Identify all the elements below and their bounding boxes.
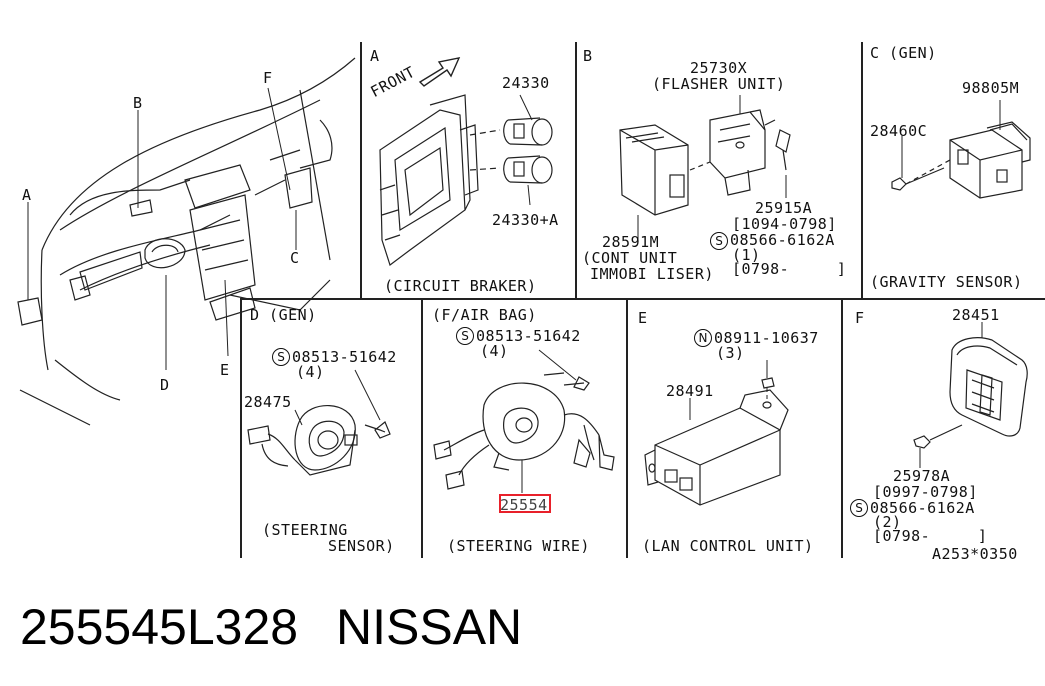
overview-label-b: B [133,94,143,112]
footer-part-number: 255545L328 [20,599,299,655]
divider-vertical-airbag-e [626,298,628,558]
overview-label-c: C [290,249,300,267]
panel-e-letter: E [638,309,648,327]
overview-label-d: D [160,376,170,394]
divider-vertical-bc [861,42,863,299]
panel-airbag-bolt: 08513-51642 [476,327,581,345]
footer-brand: NISSAN [336,599,523,655]
panel-e-nut-qty: (3) [716,344,745,362]
panel-d-caption-1: (STEERING [262,521,348,539]
panel-b-bolt-range: [0798- ] [732,260,847,278]
divider-vertical-d-airbag [421,298,423,558]
divider-vertical-main [360,42,362,299]
overview-label-f: F [263,69,273,87]
panel-e-caption: (LAN CONTROL UNIT) [642,537,814,555]
panel-f-bolt-qty: (2) [873,513,902,531]
panel-airbag-letter: (F/AIR BAG) [432,306,537,324]
panel-airbag-bolt-qty: (4) [480,342,509,360]
panel-a-part-top: 24330 [502,74,550,92]
divider-vertical-left-lower [240,298,242,558]
panel-b-screw-range: [1094-0798] [732,215,837,233]
panel-b-part-screw: 25915A [755,199,813,217]
panel-e-nut-symbol: N [694,329,712,347]
panel-d-letter: D (GEN) [250,306,317,324]
panel-airbag-part: 25554 [500,496,548,514]
panel-f-bolt-range: [0798- ] [873,527,988,545]
steering-wire-drawing [433,349,615,493]
front-arrow-icon [418,57,461,87]
panel-b-part-flasher: 25730X [690,59,748,77]
divider-vertical-ab [575,42,577,299]
panel-d-bolt-symbol: S [272,348,290,366]
panel-e-part: 28491 [666,382,714,400]
panel-d-caption-2: SENSOR) [328,537,395,555]
panel-c-part-main: 98805M [962,79,1020,97]
divider-vertical-e-f [841,298,843,558]
panel-b-letter: B [583,47,593,65]
panel-f-unit-drawing [913,322,1028,468]
panel-f-part-screw: 25978A [893,467,951,485]
panel-b-flasher-name: (FLASHER UNIT) [652,75,786,93]
panel-b-bolt: 08566-6162A [730,231,835,249]
panel-f-bolt: 08566-6162A [870,499,975,517]
panel-b-bolt-symbol: S [710,232,728,250]
steering-sensor-drawing [247,369,391,476]
panel-c-caption: (GRAVITY SENSOR) [870,273,1023,291]
panel-a-part-bottom: 24330+A [492,211,559,229]
panel-c-part-side: 28460C [870,122,928,140]
panel-f-screw-range: [0997-0798] [873,483,978,501]
flasher-unit-drawing [619,95,791,240]
panel-airbag-caption: (STEERING WIRE) [447,537,590,555]
panel-airbag-bolt-symbol: S [456,327,474,345]
dashboard-overview-drawing [17,57,356,426]
highlight-box [499,494,551,513]
panel-b-caption-1: (CONT UNIT [582,249,678,267]
panel-b-caption-2: IMMOBI LISER) [590,265,714,283]
panel-f-part-main: 28451 [952,306,1000,324]
panel-f-bolt-symbol: S [850,499,868,517]
panel-d-bolt: 08513-51642 [292,348,397,366]
panel-a-caption: (CIRCUIT BRAKER) [384,277,537,295]
panel-d-bolt-qty: (4) [296,363,325,381]
lan-control-unit-drawing [644,360,789,506]
divider-horizontal-mid [240,298,1045,300]
panel-f-letter: F [855,309,865,327]
panel-e-nut: 08911-10637 [714,329,819,347]
overview-label-a: A [22,186,32,204]
overview-label-e: E [220,361,230,379]
panel-c-letter: C (GEN) [870,44,937,62]
panel-b-bolt-qty: (1) [732,246,761,264]
panel-a-letter: A [370,47,380,65]
panel-b-part-cont: 28591M [602,233,660,251]
gravity-sensor-drawing [891,100,1031,199]
diagram-code: A253*0350 [932,545,1018,563]
panel-d-part: 28475 [244,393,292,411]
circuit-breaker-bracket-drawing [379,94,553,266]
